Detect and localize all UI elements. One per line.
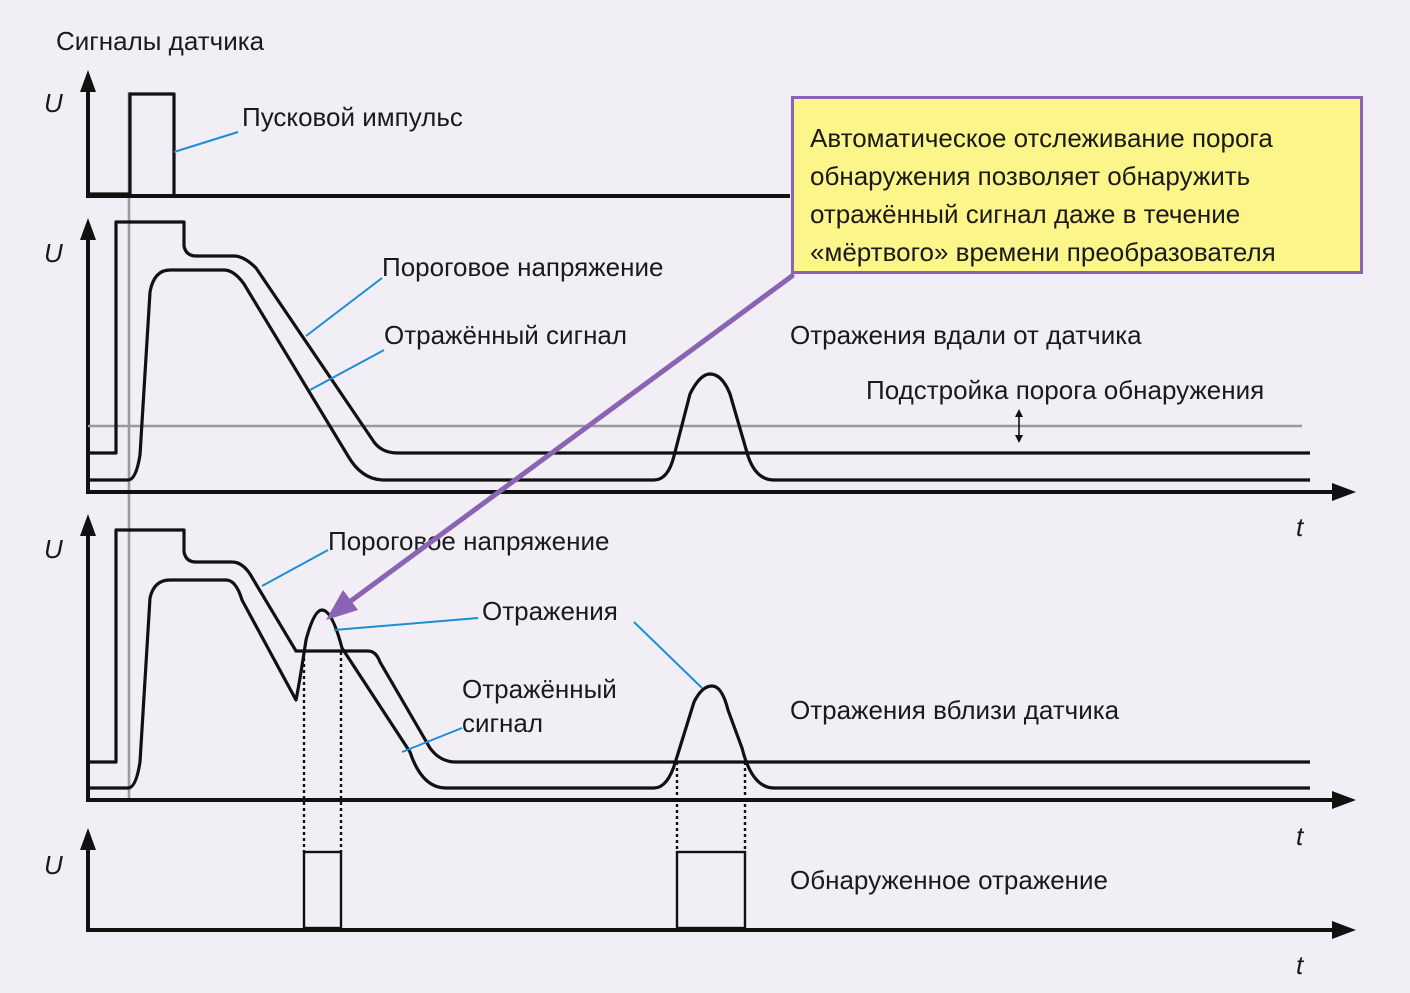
near-echo-label-line2: сигнал bbox=[462, 708, 543, 738]
panel-far: U t Пороговое напряжение Отражённый сигн… bbox=[44, 218, 1356, 542]
t-axis-arrow-2 bbox=[1332, 483, 1356, 501]
callout-box: Автоматическое отслеживание порога обнар… bbox=[791, 96, 1363, 274]
near-reflection-leader-2 bbox=[633, 621, 703, 689]
callout-line-1: Автоматическое отслеживание порога bbox=[810, 123, 1273, 153]
diagram-title: Сигналы датчика bbox=[56, 26, 265, 56]
adjust-double-arrow-icon bbox=[1015, 409, 1023, 443]
u-axis-arrow-1 bbox=[80, 70, 96, 92]
callout-line-3: отражённый сигнал даже в течение bbox=[810, 199, 1241, 229]
near-reflections-label: Отражения bbox=[482, 596, 618, 626]
far-adjust-label: Подстройка порога обнаружения bbox=[866, 375, 1264, 405]
u-label-4: U bbox=[44, 850, 63, 880]
near-threshold-curve bbox=[88, 528, 1310, 764]
far-echo-label: Отражённый сигнал bbox=[384, 320, 627, 350]
near-echo-label-line1: Отражённый bbox=[462, 674, 617, 704]
near-threshold-label: Пороговое напряжение bbox=[328, 526, 609, 556]
u-label-2: U bbox=[44, 238, 63, 268]
t-label-3: t bbox=[1296, 821, 1305, 851]
t-label-4: t bbox=[1296, 950, 1305, 980]
panel-near: U t Пороговое напряжение Отражения Отраж… bbox=[44, 514, 1356, 852]
panel-trigger: U Пусковой импульс bbox=[44, 70, 790, 198]
far-echo-leader bbox=[309, 349, 385, 391]
trigger-pulse bbox=[88, 92, 176, 196]
far-echo-curve bbox=[88, 268, 1310, 482]
detected-caption: Обнаруженное отражение bbox=[790, 865, 1108, 895]
far-threshold-label: Пороговое напряжение bbox=[382, 252, 663, 282]
u-axis-arrow-3 bbox=[80, 514, 96, 536]
callout-arrow bbox=[326, 273, 795, 620]
far-threshold-curve bbox=[88, 220, 1310, 455]
detected-pulse-2 bbox=[675, 850, 747, 930]
near-echo-curve bbox=[88, 578, 1310, 790]
detected-pulse-1 bbox=[302, 850, 343, 930]
u-label-3: U bbox=[44, 534, 63, 564]
callout-line-4: «мёртвого» времени преобразователя bbox=[810, 237, 1276, 267]
near-reflection-leader-1 bbox=[333, 617, 479, 631]
trigger-leader bbox=[173, 131, 239, 153]
near-echo-leader bbox=[401, 727, 463, 753]
near-caption: Отражения вблизи датчика bbox=[790, 695, 1120, 725]
far-threshold-leader bbox=[305, 277, 383, 337]
trigger-label: Пусковой импульс bbox=[242, 102, 463, 132]
t-axis-arrow-3 bbox=[1332, 791, 1356, 809]
callout-line-2: обнаружения позволяет обнаружить bbox=[810, 161, 1251, 191]
t-label-2: t bbox=[1296, 512, 1305, 542]
u-label-1: U bbox=[44, 88, 63, 118]
near-threshold-leader bbox=[261, 549, 329, 587]
u-axis-arrow-2 bbox=[80, 218, 96, 240]
t-axis-arrow-4 bbox=[1332, 921, 1356, 939]
panel-detected: U t Обнаруженное отражение bbox=[44, 828, 1356, 980]
far-caption: Отражения вдали от датчика bbox=[790, 320, 1142, 350]
u-axis-arrow-4 bbox=[80, 828, 96, 850]
